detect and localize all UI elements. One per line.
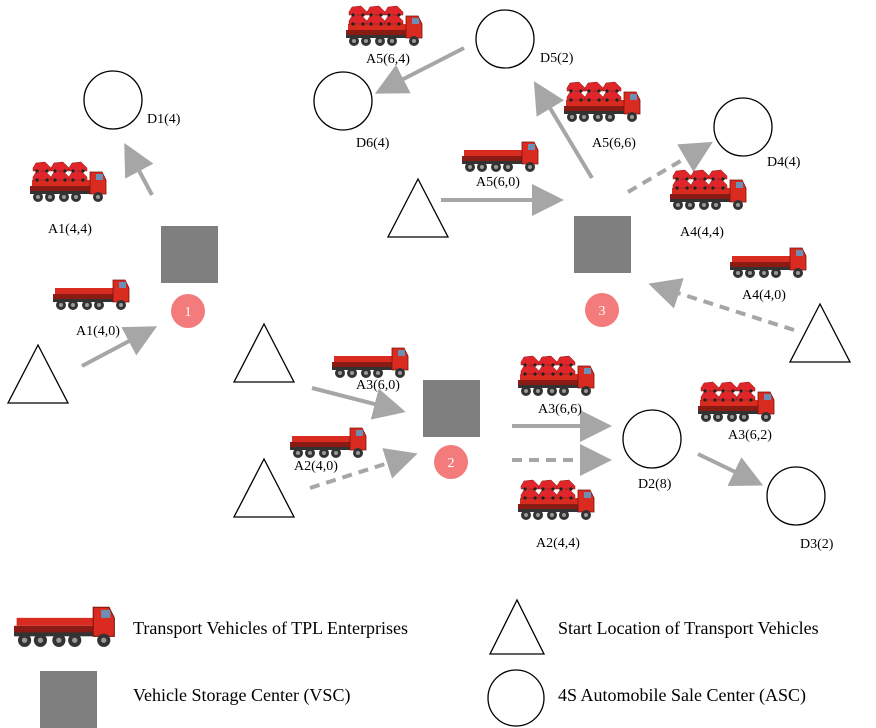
asc-circle-d2	[623, 410, 681, 468]
truck-label: A3(6,0)	[356, 378, 400, 393]
truck-label: A4(4,4)	[680, 225, 724, 240]
asc-label-d3: D3(2)	[800, 537, 834, 552]
truck-loaded-icon	[30, 162, 106, 202]
truck-empty-icon	[290, 428, 366, 458]
legend-vsc-label: Vehicle Storage Center (VSC)	[133, 685, 350, 706]
truck-empty-icon	[332, 348, 408, 378]
truck-label: A2(4,0)	[294, 459, 338, 474]
truck-label: A2(4,4)	[536, 536, 580, 551]
asc-circle-d1	[84, 71, 142, 129]
legend-truck-icon	[14, 607, 114, 647]
asc-label-d1: D1(4)	[147, 112, 181, 127]
asc-circle-d6	[314, 72, 372, 130]
truck-loaded-icon	[670, 170, 746, 210]
truck-empty-icon	[730, 248, 806, 278]
start-triangle	[8, 345, 68, 403]
truck-label: A4(4,0)	[742, 288, 786, 303]
asc-circle-d3	[767, 467, 825, 525]
truck-label: A5(6,6)	[592, 136, 636, 151]
truck-label: A3(6,6)	[538, 402, 582, 417]
legend-truck-label: Transport Vehicles of TPL Enterprises	[133, 618, 408, 638]
vsc-badge-label: 2	[448, 456, 455, 471]
trucks	[30, 6, 806, 520]
asc-label-d5: D5(2)	[540, 51, 574, 66]
start-triangle	[790, 304, 850, 362]
truck-label: A1(4,0)	[76, 324, 120, 339]
asc-circle-d5	[476, 10, 534, 68]
legend-start-icon	[490, 600, 544, 654]
truck-loaded-icon	[346, 6, 422, 46]
asc-label-d4: D4(4)	[767, 155, 801, 170]
truck-empty-icon	[53, 280, 129, 310]
truck-loaded-icon	[698, 382, 774, 422]
arrow-vsc1-to-d1	[128, 150, 152, 195]
truck-label: A3(6,2)	[728, 428, 772, 443]
truck-label: A5(6,0)	[476, 175, 520, 190]
legend-start-label: Start Location of Transport Vehicles	[558, 618, 819, 638]
vsc-square	[423, 380, 480, 437]
asc-label-d6: D6(4)	[356, 136, 390, 151]
truck-empty-icon	[462, 142, 538, 172]
asc-label-d2: D2(8)	[638, 477, 672, 492]
truck-loaded-icon	[564, 82, 640, 122]
truck-loaded-icon	[518, 356, 594, 396]
arrow-d2-to-d3	[698, 454, 756, 482]
truck-label: A5(6,4)	[366, 52, 410, 67]
legend-asc-icon	[488, 670, 544, 726]
legend-vsc-icon	[40, 671, 97, 728]
vsc-square	[574, 216, 631, 273]
start-triangle	[234, 459, 294, 517]
truck-loaded-icon	[518, 480, 594, 520]
truck-label: A1(4,4)	[48, 222, 92, 237]
vsc-badge-label: 3	[599, 304, 606, 319]
start-triangle	[388, 179, 448, 237]
legend-asc-label: 4S Automobile Sale Center (ASC)	[558, 685, 806, 706]
start-triangle	[234, 324, 294, 382]
vsc-badge-label: 1	[185, 305, 192, 320]
asc-circle-d4	[714, 98, 772, 156]
legend: Transport Vehicles of TPL Enterprises St…	[14, 600, 819, 728]
storage-centers: 1 2 3	[161, 216, 631, 479]
vsc-square	[161, 226, 218, 283]
